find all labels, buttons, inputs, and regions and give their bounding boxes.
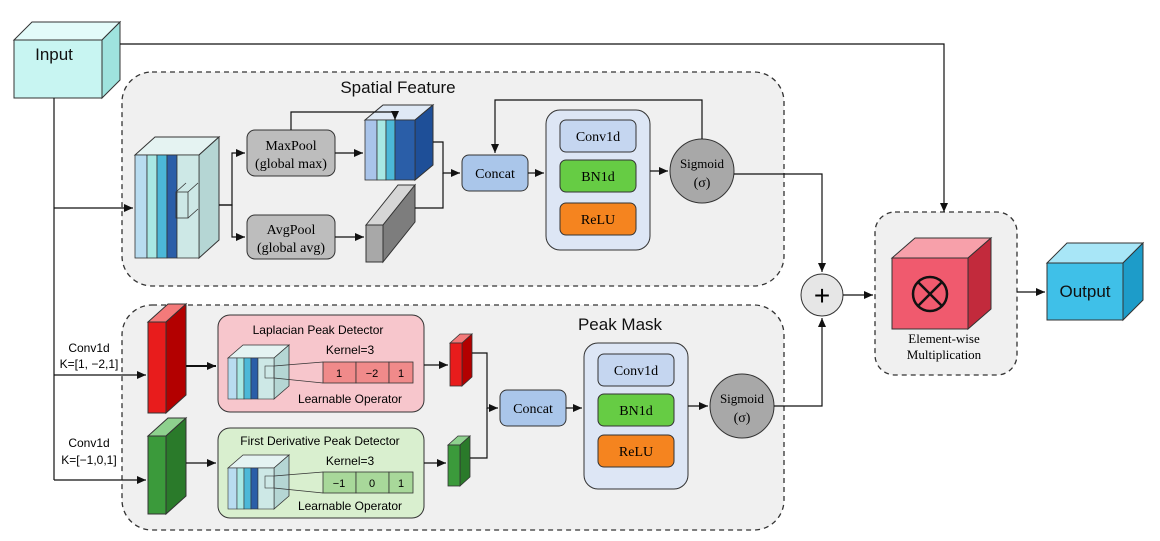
- peak-bn1d-box: [597, 393, 675, 427]
- peak-mask-title: Peak Mask: [578, 315, 663, 334]
- derivative-kernel-value-1: −1: [333, 478, 346, 490]
- spatial-relu-box: [559, 202, 637, 236]
- conv1d-derivative-label: Conv1d: [68, 436, 109, 450]
- spatial-concat-label: Concat: [475, 167, 515, 182]
- peak-bn1d-label: BN1d: [619, 404, 652, 419]
- output-cube: [1045, 241, 1145, 322]
- laplacian-detector-title: Laplacian Peak Detector: [253, 323, 384, 337]
- derivative-detector-title: First Derivative Peak Detector: [240, 434, 399, 448]
- laplacian-kernel-value-3: 1: [398, 368, 404, 380]
- avgpool-label: AvgPool: [267, 223, 316, 238]
- multiplication-label-line2: Multiplication: [907, 347, 982, 362]
- laplacian-conv-block: [146, 302, 188, 415]
- input-feature-stack: [133, 135, 221, 260]
- spatial-bn1d-box: [559, 159, 637, 193]
- derivative-kernel-label: Kernel=3: [326, 454, 375, 468]
- derivative-kernel-cell-3: [388, 471, 414, 494]
- laplacian-kernel-label: Kernel=3: [326, 343, 375, 357]
- peak-sigmoid-label: Sigmoid: [720, 391, 765, 406]
- conv1d-derivative-kernel: K=[−1,0,1]: [61, 453, 116, 467]
- spatial-sigmoid-label: Sigmoid: [680, 156, 725, 171]
- peak-conv1d-label: Conv1d: [614, 364, 658, 379]
- peak-relu-label: ReLU: [619, 445, 653, 460]
- connectors: [53, 43, 1045, 484]
- derivative-conv-block: [146, 416, 188, 516]
- avgpool-sublabel: (global avg): [257, 241, 325, 256]
- peak-sigmoid-circle: [709, 373, 775, 439]
- spatial-sigmoid-symbol: (σ): [694, 176, 711, 191]
- input-label: Input: [35, 45, 73, 64]
- laplacian-feature-stack: [226, 344, 324, 400]
- avgpooled-bar: [364, 183, 417, 264]
- derivative-operator-label: Learnable Operator: [298, 499, 402, 513]
- laplacian-kernel-value-1: 1: [336, 368, 342, 380]
- laplacian-operator-label: Learnable Operator: [298, 392, 402, 406]
- conv1d-laplacian-kernel: K=[1, −2,1]: [60, 357, 119, 371]
- input-cube: [12, 20, 122, 100]
- spatial-feature-title: Spatial Feature: [340, 78, 455, 97]
- peak-conv1d-box: [597, 353, 675, 387]
- derivative-output-block: [446, 435, 472, 487]
- spatial-conv1d-box: [559, 119, 637, 153]
- peak-concat-label: Concat: [513, 402, 553, 417]
- maxpool-sublabel: (global max): [255, 157, 327, 172]
- spatial-conv1d-label: Conv1d: [576, 130, 620, 145]
- derivative-kernel-value-3: 1: [398, 478, 404, 490]
- laplacian-kernel-value-2: −2: [366, 368, 379, 380]
- maxpool-label: MaxPool: [265, 139, 316, 154]
- peak-relu-box: [597, 434, 675, 468]
- addition-symbol: +: [814, 280, 830, 311]
- peak-sigmoid-symbol: (σ): [734, 411, 751, 426]
- derivative-feature-stack: [226, 454, 324, 510]
- spatial-sigmoid-circle: [669, 138, 735, 204]
- maxpooled-stack: [363, 103, 435, 182]
- laplacian-kernel-cell-3: [388, 361, 414, 384]
- laplacian-output-block: [448, 333, 474, 387]
- multiplication-label-line1: Element-wise: [908, 331, 980, 346]
- spatial-bn1d-label: BN1d: [581, 170, 614, 185]
- spatial-relu-label: ReLU: [581, 213, 615, 228]
- derivative-kernel-value-2: 0: [369, 478, 375, 490]
- output-label: Output: [1059, 282, 1110, 301]
- conv1d-laplacian-label: Conv1d: [68, 341, 109, 355]
- multiply-icon: [911, 275, 949, 313]
